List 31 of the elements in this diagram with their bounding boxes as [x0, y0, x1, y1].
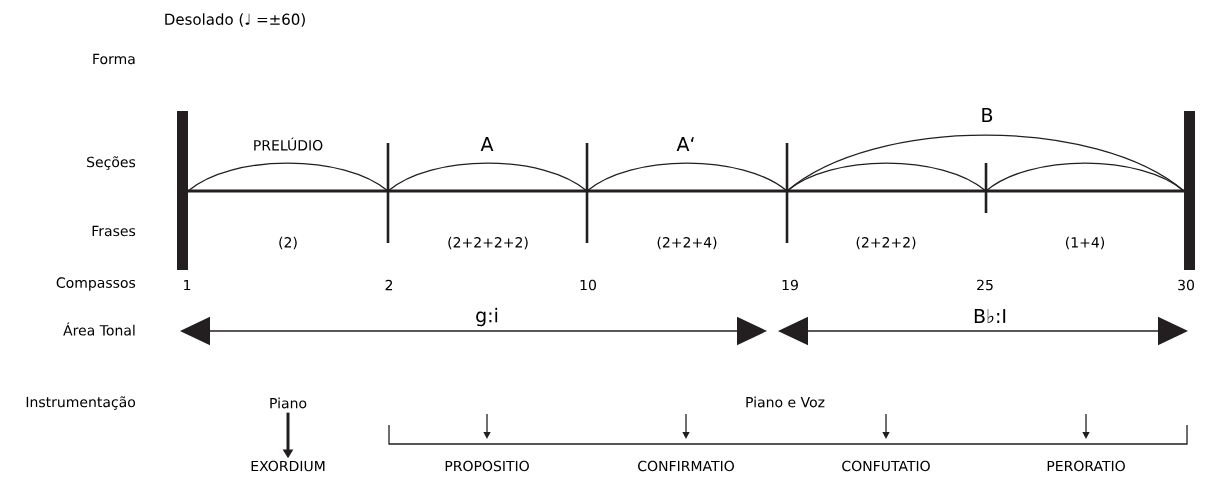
row-label: Instrumentação — [26, 396, 136, 410]
key-label: g:i — [476, 307, 498, 327]
title: Desolado (♩ =±60) — [165, 13, 305, 27]
instrument-label: Piano e Voz — [746, 396, 825, 408]
measure-number: 30 — [1178, 279, 1194, 291]
section-label: B — [982, 108, 993, 122]
measure-number: 1 — [184, 279, 191, 291]
node-label: Piano — [270, 397, 307, 409]
row-label: Frases — [92, 225, 136, 237]
measure-number: 25 — [977, 279, 993, 291]
phrase-label: (2+2+4) — [657, 236, 717, 250]
measure-number: 10 — [580, 279, 596, 291]
phrase-label: (2+2+2+2) — [448, 236, 528, 250]
measure-number: 19 — [782, 279, 798, 291]
key-label: B♭:I — [974, 309, 1006, 323]
phrase-label: (1+4) — [1066, 236, 1105, 250]
phrase-label: (2) — [279, 236, 297, 250]
row-label: Compassos — [56, 277, 136, 291]
row-label: Área Tonal — [63, 322, 135, 336]
measure-number: 2 — [385, 279, 393, 291]
rhetoric-label: CONFIRMATIO — [638, 460, 734, 472]
rhetoric-label: PROPOSITIO — [445, 460, 529, 472]
phrase-label: (2+2+2) — [856, 236, 916, 250]
section-label: A‘ — [676, 137, 694, 151]
section-label: PRELÚDIO — [254, 137, 323, 151]
row-label: Forma — [93, 53, 135, 65]
row-label: Seções — [87, 156, 136, 170]
node-label: EXORDIUM — [251, 460, 325, 472]
rhetoric-label: CONFUTATIO — [842, 460, 930, 472]
section-label: A — [480, 137, 494, 151]
rhetoric-label: PERORATIO — [1047, 460, 1125, 472]
